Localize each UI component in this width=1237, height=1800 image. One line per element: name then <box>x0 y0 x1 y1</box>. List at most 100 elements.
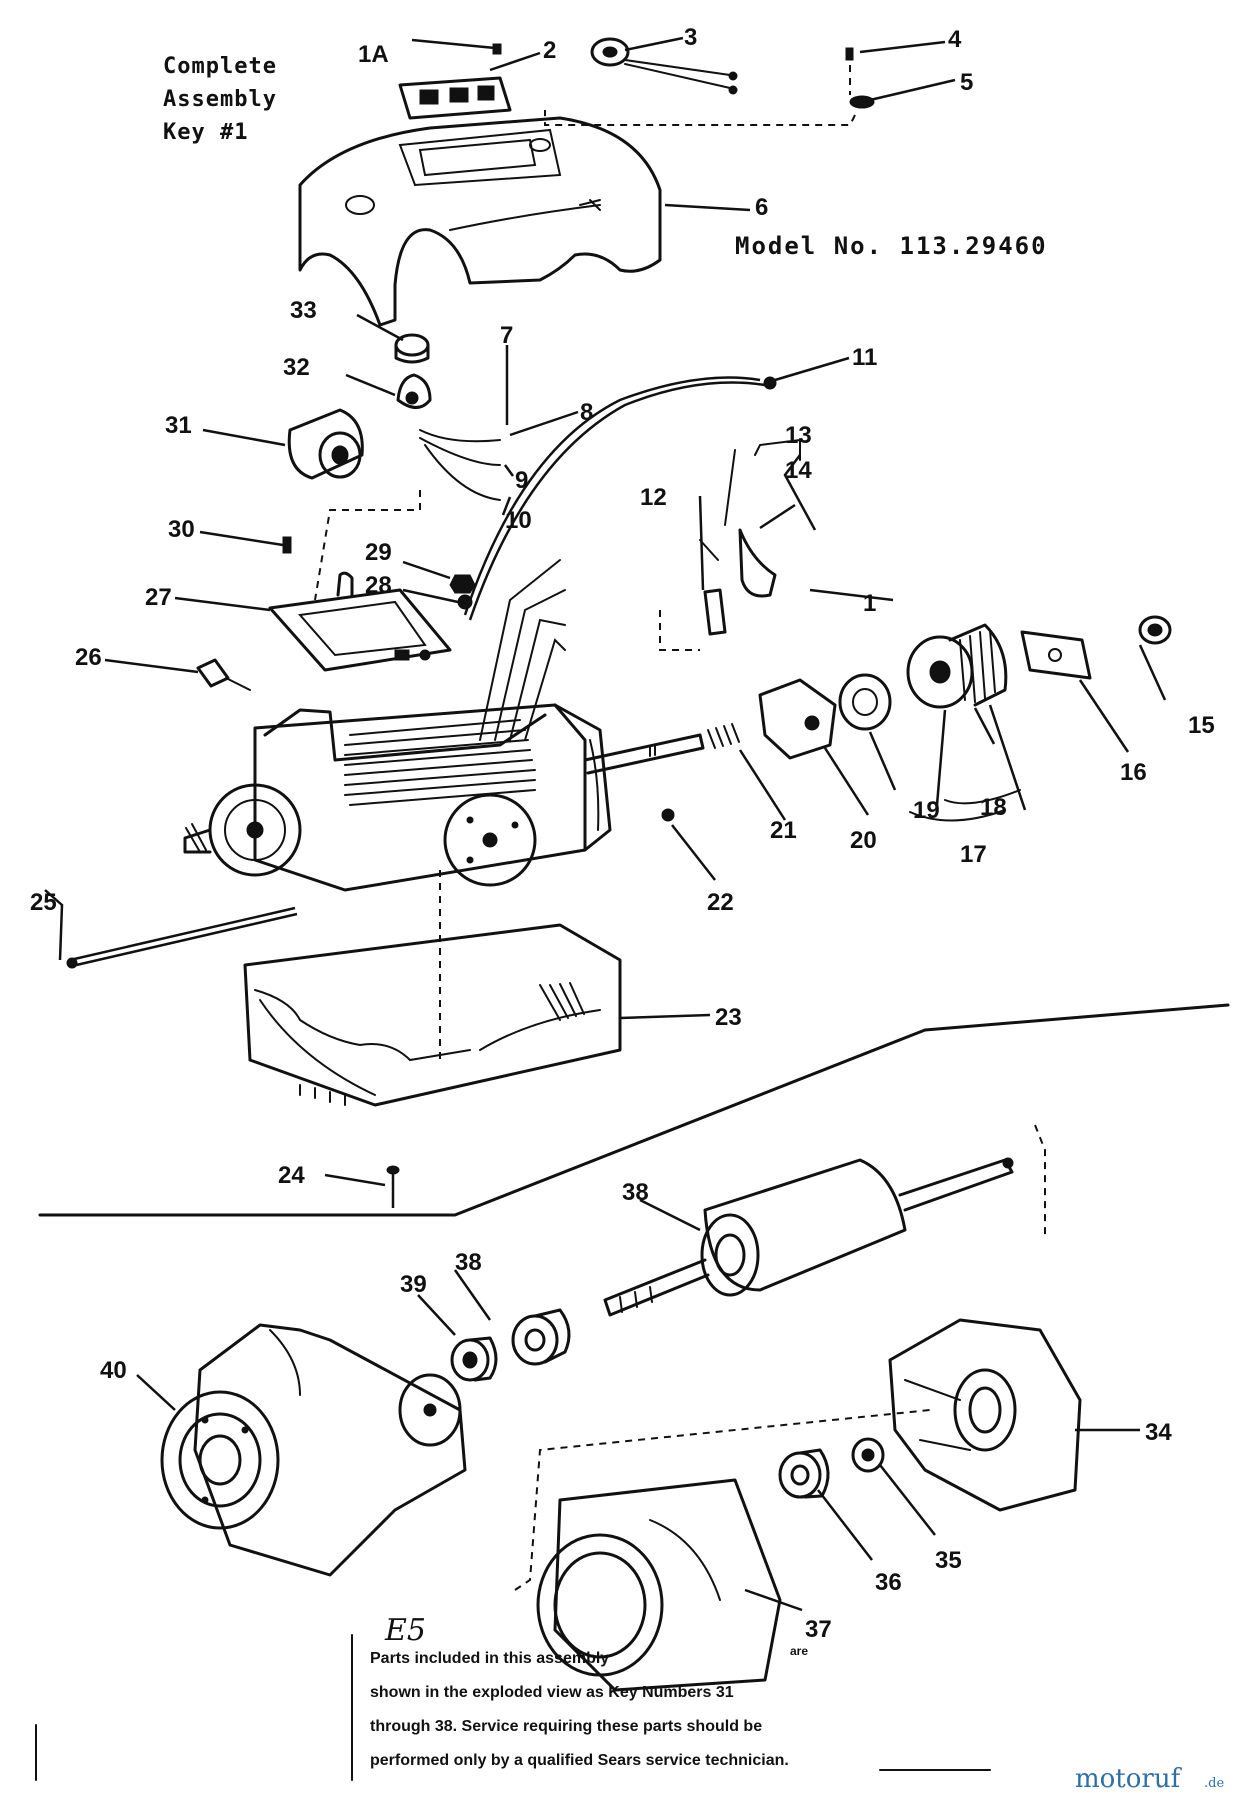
callout-1: 1 <box>863 590 876 617</box>
callout-30: 30 <box>168 516 195 543</box>
callout-8: 8 <box>580 399 593 426</box>
wire-harness <box>419 376 777 741</box>
motor-cooling-fins <box>344 719 536 806</box>
cap-33-part <box>394 333 430 364</box>
bolt-25-part <box>66 906 298 969</box>
callout-19: 19 <box>913 797 940 824</box>
callout-31: 31 <box>165 412 192 439</box>
callout-10: 10 <box>505 507 532 534</box>
watermark-text: motoruf <box>1075 1764 1183 1794</box>
screw-30-part <box>282 536 292 554</box>
callout-17: 17 <box>960 841 987 868</box>
callout-11: 11 <box>852 344 877 371</box>
endbell-40-part <box>160 1323 467 1577</box>
model-number: Model No. 113.29460 <box>735 232 1048 260</box>
watermark-logo: motoruf .de <box>1075 1764 1224 1794</box>
callout-38-bearing: 38 <box>455 1249 482 1276</box>
washer-28-part <box>457 594 473 610</box>
callout-9: 9 <box>515 467 528 494</box>
bolt-24-part <box>386 1165 400 1208</box>
motor-housing-part <box>253 703 612 892</box>
callout-16: 16 <box>1120 759 1147 786</box>
watermark-suffix: .de <box>1204 1776 1224 1791</box>
callout-5: 5 <box>960 69 973 96</box>
knob-3-part <box>590 37 738 95</box>
top-cover-part <box>298 116 662 327</box>
callout-labels: 1A 1 2 3 4 5 6 7 8 9 10 11 12 13 14 15 1… <box>30 24 1215 1643</box>
callout-28: 28 <box>365 572 392 599</box>
screw-4-part <box>845 47 854 61</box>
callout-15: 15 <box>1188 712 1215 739</box>
footnote-line-2: shown in the exploded view as Key Number… <box>370 1684 734 1701</box>
assembly-title-line-2: Assembly <box>163 87 277 112</box>
callout-36: 36 <box>875 1569 902 1596</box>
callout-33: 33 <box>290 297 317 324</box>
switch-1-part <box>699 449 777 598</box>
callout-35: 35 <box>935 1547 962 1574</box>
callout-22: 22 <box>707 889 734 916</box>
callout-21: 21 <box>770 817 797 844</box>
switch-plate-part <box>398 76 512 120</box>
callout-25: 25 <box>30 889 57 916</box>
callout-37: 37 <box>805 1616 832 1643</box>
washer-39-part <box>450 1336 498 1382</box>
gear-18-part <box>906 623 1008 709</box>
footnote-line-4: performed only by a qualified Sears serv… <box>370 1752 789 1769</box>
callout-3: 3 <box>684 24 697 51</box>
armature-38-part <box>603 1157 1014 1317</box>
nut-29-part <box>449 574 476 594</box>
handwritten-mark: E5 <box>384 1613 426 1648</box>
bearing-38-part <box>511 1308 571 1366</box>
callout-39: 39 <box>400 1271 427 1298</box>
callout-20: 20 <box>850 827 877 854</box>
callout-12: 12 <box>640 484 667 511</box>
assembly-title-line-3: Key #1 <box>163 120 248 145</box>
fitting-26-part <box>196 658 251 691</box>
bracket-20-part <box>758 678 837 760</box>
nut-22-part <box>661 808 675 822</box>
callout-38-armature: 38 <box>622 1179 649 1206</box>
leader-lines <box>44 36 1167 1612</box>
endbell-34-part <box>888 1318 1082 1512</box>
callout-29: 29 <box>365 539 392 566</box>
motor-left-endbell <box>183 783 302 877</box>
switch-32-part <box>396 373 432 409</box>
bracket-27-part <box>268 571 452 672</box>
callout-1a: 1A <box>358 41 389 68</box>
callout-32: 32 <box>283 354 310 381</box>
callout-4: 4 <box>948 26 962 53</box>
callout-6: 6 <box>755 194 768 221</box>
footnote-line-1-suffix: are <box>790 1644 808 1658</box>
output-shaft <box>583 733 705 775</box>
nut-5-part <box>849 95 875 109</box>
footnote: Parts included in this assembly are show… <box>35 1634 991 1781</box>
callout-7: 7 <box>500 322 513 349</box>
assembly-title: Complete Assembly Key #1 <box>163 54 277 145</box>
footnote-line-1: Parts included in this assembly <box>370 1650 609 1667</box>
capacitor-31-part <box>287 408 364 480</box>
callout-27: 27 <box>145 584 172 611</box>
callout-24: 24 <box>278 1162 305 1189</box>
bracket-13-part <box>754 438 801 461</box>
washer-35-part <box>851 1437 885 1473</box>
callout-23: 23 <box>715 1004 742 1031</box>
base-pan-23-part <box>243 923 622 1107</box>
spring-21-part <box>707 723 740 749</box>
divider-line <box>38 1003 1230 1217</box>
stator-37-part <box>536 1478 782 1692</box>
callout-40: 40 <box>100 1357 127 1384</box>
callout-26: 26 <box>75 644 102 671</box>
callout-14: 14 <box>785 457 812 484</box>
callout-34: 34 <box>1145 1419 1172 1446</box>
washer-19-part <box>838 673 892 731</box>
plate-12-part <box>703 588 727 636</box>
callout-2: 2 <box>543 37 556 64</box>
plate-16-part <box>1020 630 1092 680</box>
callout-13: 13 <box>785 422 812 449</box>
cap-15-part <box>1138 615 1172 645</box>
motor-right-endbell <box>443 793 537 887</box>
footnote-line-3: through 38. Service requiring these part… <box>370 1718 762 1735</box>
callout-18: 18 <box>980 794 1007 821</box>
assembly-title-line-1: Complete <box>163 54 277 79</box>
